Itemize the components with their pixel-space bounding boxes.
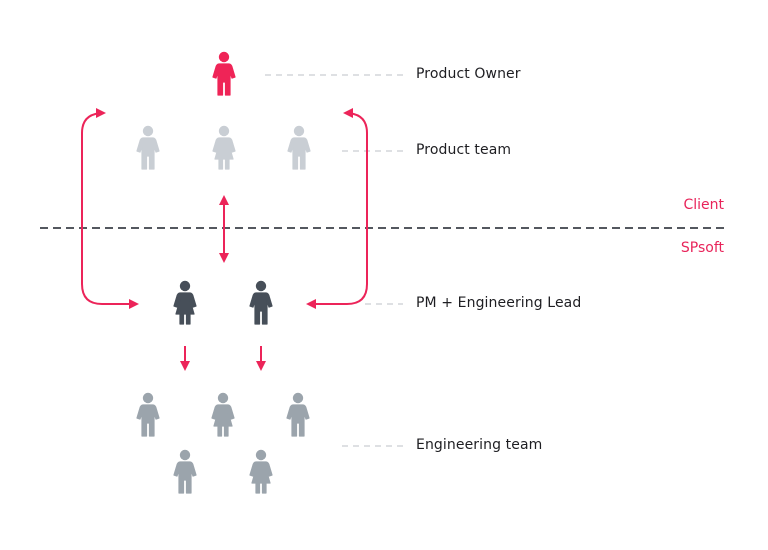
- product-owner-male-person-icon: [212, 51, 236, 96]
- zone-label-client: Client: [683, 197, 724, 213]
- pm-engineering-lead-male-person-icon: [249, 280, 273, 325]
- label-pm-lead: PM + Engineering Lead: [416, 295, 582, 311]
- product-team-male-person-icon: [287, 125, 311, 170]
- label-product-team: Product team: [416, 142, 512, 158]
- product-team-male-person-icon: [136, 125, 160, 170]
- product-team-female-person-icon: [212, 125, 236, 170]
- engineering-team-male-person-icon: [173, 449, 197, 494]
- pm-engineering-lead-female-person-icon: [173, 280, 197, 325]
- label-product-owner: Product Owner: [416, 66, 521, 82]
- left-bracket-arrow: [81, 108, 139, 309]
- engineering-team-male-person-icon: [286, 392, 310, 437]
- engineering-team-female-person-icon: [249, 449, 273, 494]
- label-engineering-team: Engineering team: [416, 437, 543, 453]
- engineering-team-female-person-icon: [211, 392, 235, 437]
- right-bracket-arrow: [306, 108, 368, 309]
- zone-label-vendor: SPsoft: [680, 240, 724, 256]
- engineering-team-male-person-icon: [136, 392, 160, 437]
